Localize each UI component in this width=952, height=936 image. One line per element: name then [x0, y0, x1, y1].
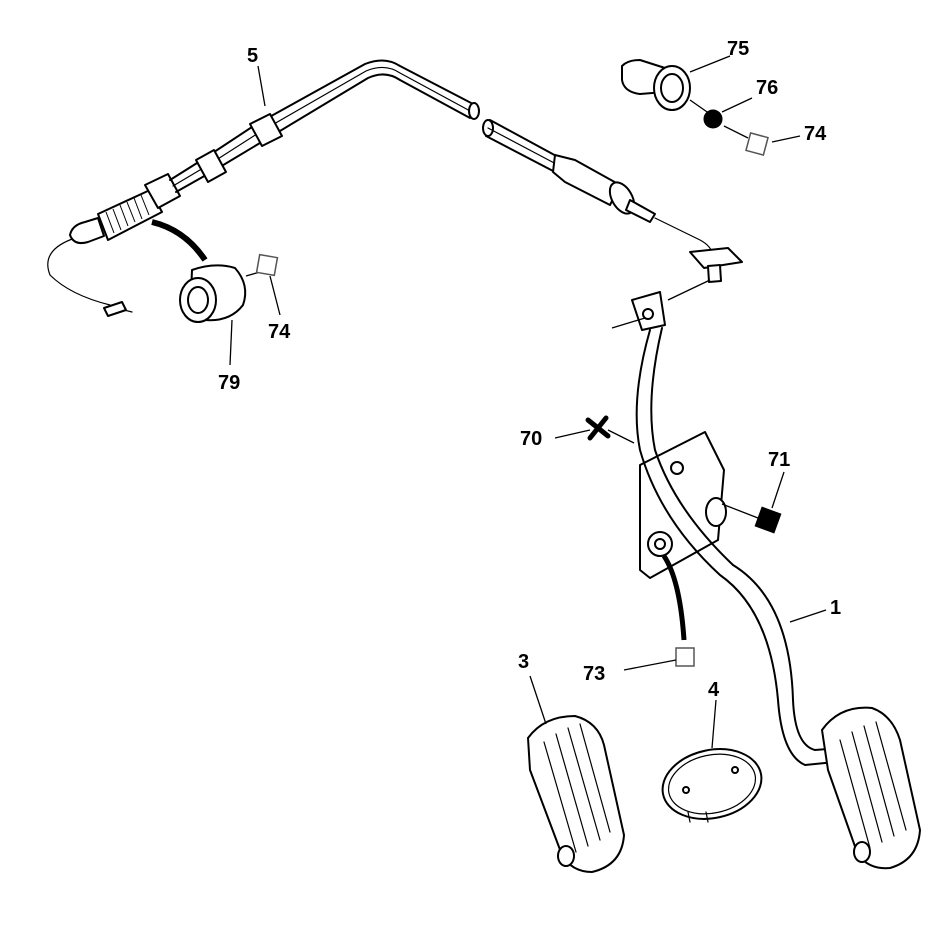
callout-73: 73	[583, 663, 605, 685]
callout-1: 1	[830, 597, 841, 619]
accelerator-pedal-arm: 1	[611, 291, 921, 870]
callout-75: 75	[727, 38, 749, 60]
pedal-pad: 3	[518, 651, 625, 873]
callout-74-left: 74	[268, 321, 291, 343]
symbol-76: 76	[689, 77, 778, 129]
callout-70: 70	[520, 428, 542, 450]
callout-5: 5	[247, 45, 258, 67]
symbol-76-dot	[703, 109, 723, 129]
symbol-73-square	[675, 647, 695, 667]
callout-79: 79	[218, 372, 240, 394]
cable-retainer-75: 75	[621, 38, 749, 111]
symbol-73: 73	[583, 554, 695, 685]
callout-74-top: 74	[804, 123, 827, 145]
throttle-cable: 5	[47, 45, 743, 317]
symbol-70: 70	[520, 415, 635, 450]
symbol-74-top: 74	[723, 123, 827, 156]
callout-4: 4	[708, 679, 720, 701]
symbol-71-square	[754, 506, 782, 534]
symbol-71: 71	[721, 449, 790, 534]
cable-end-clip	[103, 301, 133, 317]
callout-76: 76	[756, 77, 778, 99]
cable-pedal-end-fitting	[689, 247, 743, 283]
callout-3: 3	[518, 651, 529, 673]
symbol-74-square-left	[255, 253, 279, 277]
pedal-cover: 4	[661, 679, 763, 823]
bulkhead-grommet: 79 74	[151, 219, 291, 394]
symbol-74-square-top	[745, 132, 769, 156]
callout-71: 71	[768, 449, 790, 471]
symbol-70-cross	[585, 415, 611, 441]
